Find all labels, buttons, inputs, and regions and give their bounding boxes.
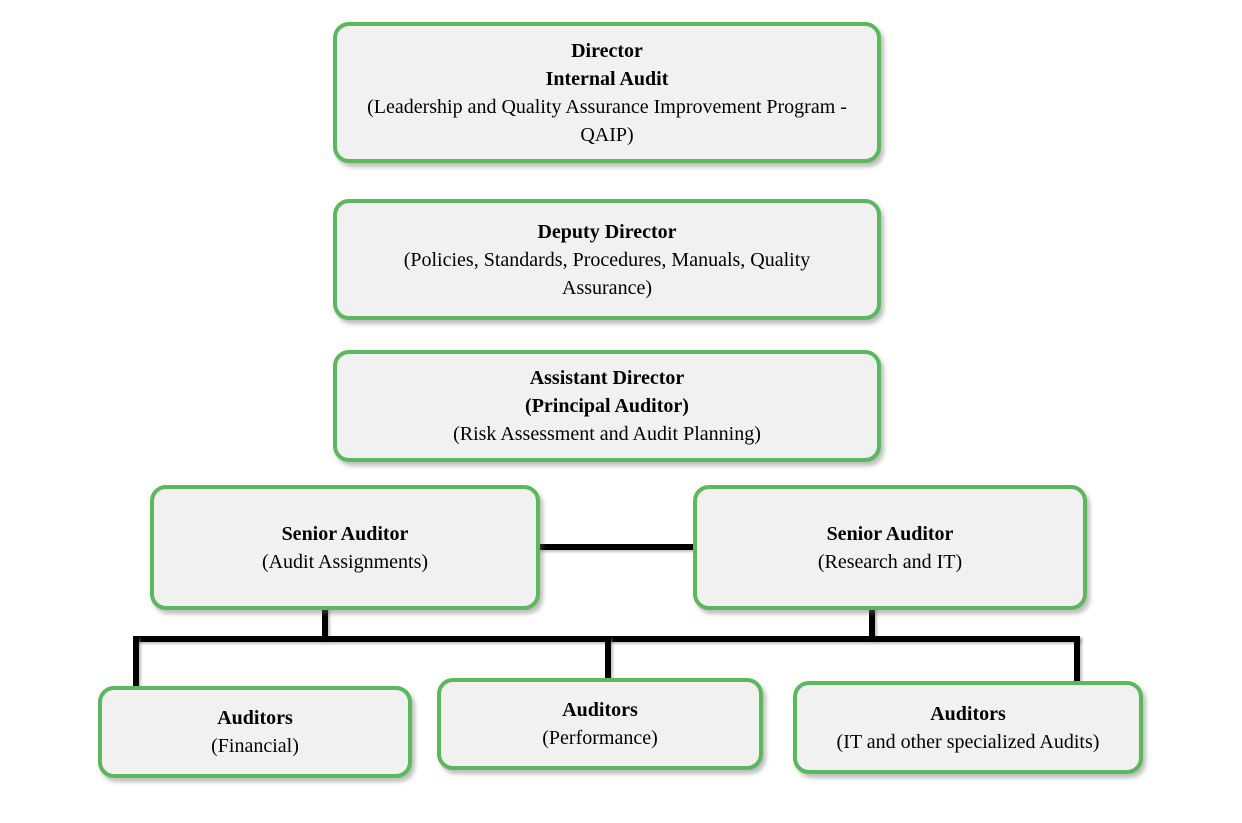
node-title: Auditors [930, 702, 1006, 725]
connector-drop-auditors-performance [605, 636, 611, 682]
org-node-auditors-financial: Auditors (Financial) [98, 686, 412, 778]
connector-drop-auditors-it [1074, 636, 1080, 685]
node-subtitle: (Leadership and Quality Assurance Improv… [367, 95, 847, 146]
org-node-deputy-director: Deputy Director (Policies, Standards, Pr… [333, 199, 881, 320]
node-title: Auditors [217, 707, 293, 729]
connector-senior-auditors-link [538, 544, 695, 550]
node-title: Assistant Director [529, 367, 685, 389]
connector-senior-assignments-drop [322, 606, 328, 640]
node-title: Deputy Director [537, 220, 677, 243]
org-node-director-internal-audit: Director Internal Audit (Leadership and … [333, 22, 881, 163]
node-title: Auditors [562, 699, 638, 721]
node-subtitle: (Policies, Standards, Procedures, Manual… [403, 248, 811, 299]
node-subtitle: (Research and IT) [817, 550, 963, 573]
org-node-senior-auditor-assignments: Senior Auditor (Audit Assignments) [150, 485, 540, 610]
node-subtitle: (IT and other specialized Audits) [836, 730, 1100, 753]
connector-drop-auditors-financial [133, 636, 139, 690]
org-node-assistant-director: Assistant Director (Principal Auditor) (… [333, 350, 881, 462]
node-title-line2: (Principal Auditor) [525, 395, 689, 417]
node-title: Senior Auditor [826, 522, 954, 545]
node-subtitle: (Risk Assessment and Audit Planning) [453, 423, 761, 445]
node-subtitle: (Performance) [542, 727, 658, 749]
org-node-auditors-it-specialized: Auditors (IT and other specialized Audit… [793, 681, 1143, 774]
connector-senior-research-drop [869, 606, 875, 640]
node-title: Director [571, 39, 643, 62]
org-node-senior-auditor-research-it: Senior Auditor (Research and IT) [693, 485, 1087, 610]
org-node-auditors-performance: Auditors (Performance) [437, 678, 763, 770]
node-title-line2: Internal Audit [545, 67, 669, 90]
node-subtitle: (Financial) [211, 735, 299, 757]
node-subtitle: (Audit Assignments) [261, 550, 429, 573]
node-title: Senior Auditor [281, 522, 409, 545]
